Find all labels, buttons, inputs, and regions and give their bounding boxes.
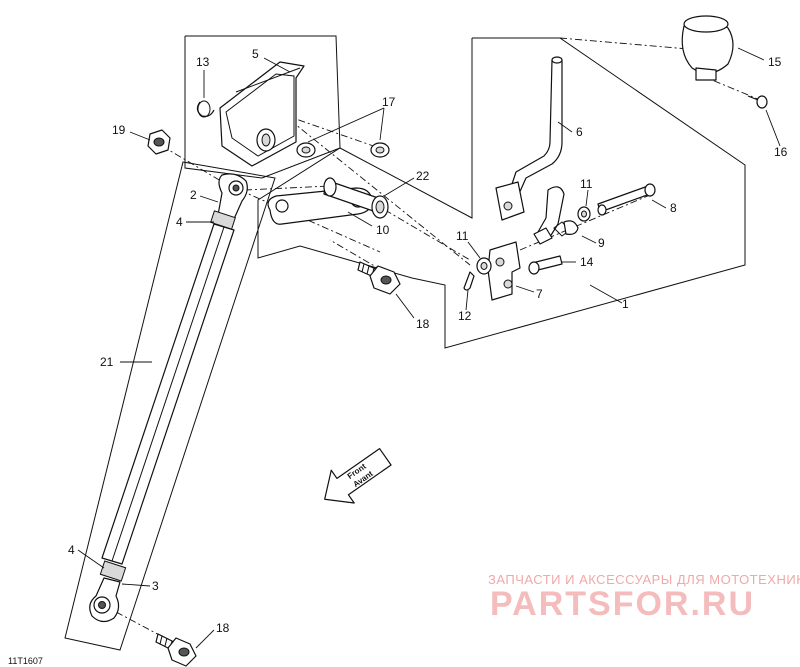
link-rod — [101, 223, 235, 565]
callout-18-lower: 18 — [216, 621, 230, 635]
upper-rod-end — [217, 173, 248, 220]
lower-bolt — [155, 633, 197, 667]
callout-4-upper: 4 — [176, 215, 183, 229]
pivot-shaft — [323, 177, 389, 219]
callout-7: 7 — [536, 287, 543, 301]
lower-jam-nut — [99, 560, 127, 582]
detent-plate — [533, 186, 579, 245]
callout-16: 16 — [774, 145, 788, 159]
callout-1: 1 — [622, 297, 629, 311]
clevis-pin — [528, 255, 563, 275]
callout-8: 8 — [670, 201, 677, 215]
callout-22: 22 — [416, 169, 430, 183]
watermark-logo: PARTSFOR.RU — [490, 585, 755, 623]
upper-bolt — [357, 261, 401, 295]
watermark-tagline: ЗАПЧАСТИ И АКСЕССУАРЫ ДЛЯ МОТОТЕХНИКИ — [488, 572, 800, 587]
callout-11-right: 11 — [580, 177, 593, 191]
cotter-pin — [463, 271, 475, 291]
knob-screw — [747, 95, 768, 109]
callout-6: 6 — [576, 125, 583, 139]
assembly-outline-rod — [64, 161, 276, 651]
shift-knob — [681, 15, 734, 81]
callout-9: 9 — [598, 236, 605, 250]
lower-rod-end — [89, 577, 121, 623]
callout-10: 10 — [376, 223, 390, 237]
callout-2: 2 — [190, 188, 197, 202]
bracket — [219, 61, 305, 167]
callout-19: 19 — [112, 123, 126, 137]
front-direction-arrow: Front Avant — [324, 447, 392, 504]
retaining-ring — [196, 100, 215, 118]
callout-14: 14 — [580, 255, 594, 269]
watermark: ЗАПЧАСТИ И АКСЕССУАРЫ ДЛЯ МОТОТЕХНИКИ PA… — [488, 572, 800, 623]
washer-right — [577, 206, 591, 222]
callout-13: 13 — [196, 55, 210, 69]
callout-15: 15 — [768, 55, 782, 69]
lock-nut — [147, 129, 171, 155]
callout-21: 21 — [100, 355, 114, 369]
shift-bolt — [597, 183, 656, 216]
diagram-code: 11T1607 — [8, 656, 43, 666]
bushing-right — [370, 142, 390, 158]
callout-18-upper: 18 — [416, 317, 430, 331]
axis-lines — [102, 37, 766, 639]
pivot-block — [487, 241, 521, 301]
assembly-outline-bracket — [184, 35, 341, 179]
callout-12: 12 — [458, 309, 472, 323]
leader-lines — [77, 47, 781, 649]
callout-17: 17 — [382, 95, 396, 109]
callouts: 1 2 3 4 4 5 6 7 8 9 10 11 11 12 13 14 15… — [68, 47, 788, 635]
callout-11-left: 11 — [456, 229, 469, 243]
upper-jam-nut — [210, 210, 236, 230]
washer-left — [476, 257, 492, 275]
assembly-outline-shift — [257, 37, 746, 349]
callout-4-lower: 4 — [68, 543, 75, 557]
callout-3: 3 — [152, 579, 159, 593]
shift-lever — [495, 56, 563, 221]
callout-5: 5 — [252, 47, 259, 61]
bushing-left — [296, 142, 316, 158]
